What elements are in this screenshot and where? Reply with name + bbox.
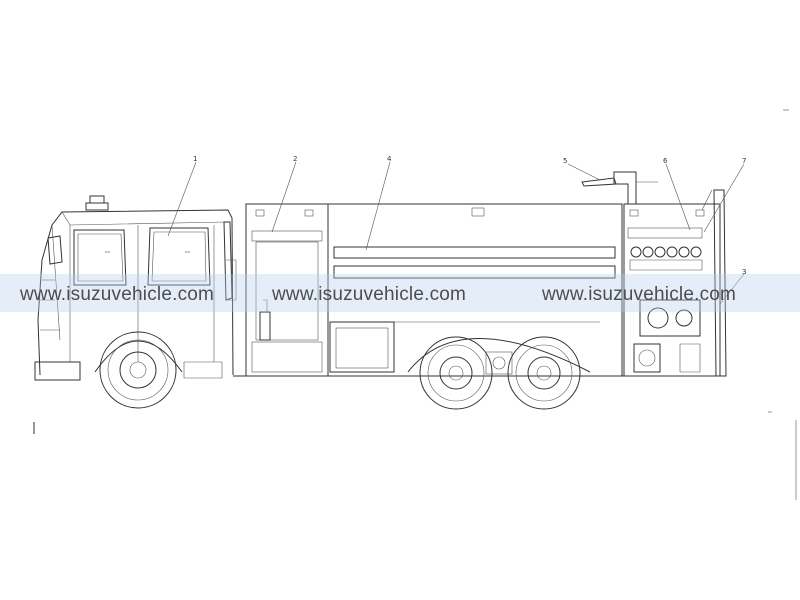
callout-5: 5 — [563, 157, 567, 165]
beacon-light — [89, 195, 105, 204]
rear-wheels — [407, 336, 591, 410]
fire-pump — [639, 299, 701, 337]
front-wheel — [94, 331, 183, 409]
cab-rear-window — [147, 227, 211, 286]
fire-extinguisher — [259, 311, 271, 341]
callout-1: 1 — [193, 155, 197, 163]
cab-front-window — [73, 229, 127, 286]
pump-compartment — [623, 189, 727, 377]
watermark-text-center: www.isuzuvehicle.com — [272, 284, 467, 305]
callout-2: 2 — [293, 155, 297, 163]
watermark-band — [0, 274, 800, 312]
rear-ladder — [713, 189, 727, 377]
side-mirror — [47, 235, 63, 265]
callout-leaders — [167, 161, 745, 305]
truck-cab — [34, 195, 237, 381]
callout-4: 4 — [387, 155, 392, 163]
water-monitor — [581, 171, 658, 205]
callout-6: 6 — [663, 157, 668, 165]
valve-panel — [629, 246, 703, 271]
callout-3: 3 — [742, 268, 746, 276]
watermark-text-left: www.isuzuvehicle.com — [20, 284, 215, 305]
front-compartment — [245, 203, 329, 377]
water-tank — [328, 203, 623, 377]
watermark-text-right: www.isuzuvehicle.com — [542, 284, 737, 305]
callout-7: 7 — [742, 157, 746, 165]
